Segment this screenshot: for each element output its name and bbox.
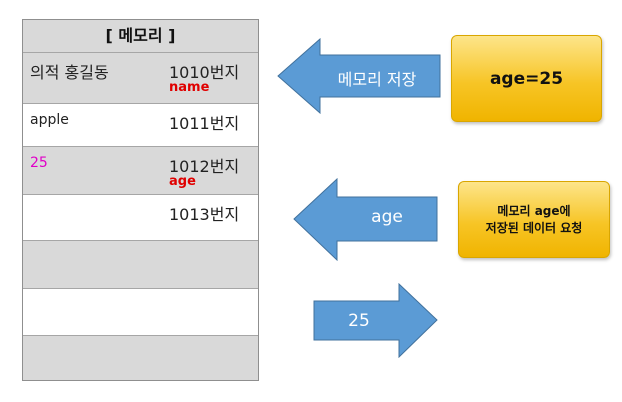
cell-address: 1013번지: [169, 205, 240, 224]
memory-cell-1010: 의적 홍길동 1010번지 name: [23, 53, 258, 104]
cell-address: 1011번지: [169, 114, 240, 133]
memory-cell-empty: [23, 241, 258, 289]
request-text-line1: 메모리 age에: [497, 203, 571, 218]
memory-cell-1012: 25 1012번지 age: [23, 147, 258, 195]
response-arrow: [313, 283, 438, 358]
cell-address: 1010번지: [169, 63, 240, 82]
memory-cell-empty: [23, 289, 258, 336]
memory-header: [ 메모리 ]: [23, 20, 258, 53]
store-arrow: [277, 38, 441, 114]
cell-value: 25: [30, 155, 48, 171]
cell-variable-name: age: [169, 174, 196, 189]
request-arrow-label: age: [371, 207, 403, 227]
request-text-line2: 저장된 데이터 요청: [485, 220, 583, 235]
store-arrow-label: 메모리 저장: [337, 70, 417, 89]
request-arrow: [293, 178, 438, 261]
memory-cell-empty: [23, 336, 258, 380]
assignment-text: age=25: [489, 68, 564, 89]
memory-cell-1013: 1013번지: [23, 195, 258, 241]
cell-value: apple: [30, 112, 69, 128]
memory-cell-1011: apple 1011번지: [23, 104, 258, 147]
data-request-box: 메모리 age에 저장된 데이터 요청: [458, 181, 610, 258]
memory-table: [ 메모리 ] 의적 홍길동 1010번지 name apple 1011번지 …: [22, 19, 259, 381]
cell-address: 1012번지: [169, 157, 240, 176]
assignment-box: age=25: [451, 35, 602, 122]
response-arrow-label: 25: [348, 311, 370, 331]
cell-variable-name: name: [169, 80, 210, 95]
cell-value: 의적 홍길동: [30, 63, 109, 82]
